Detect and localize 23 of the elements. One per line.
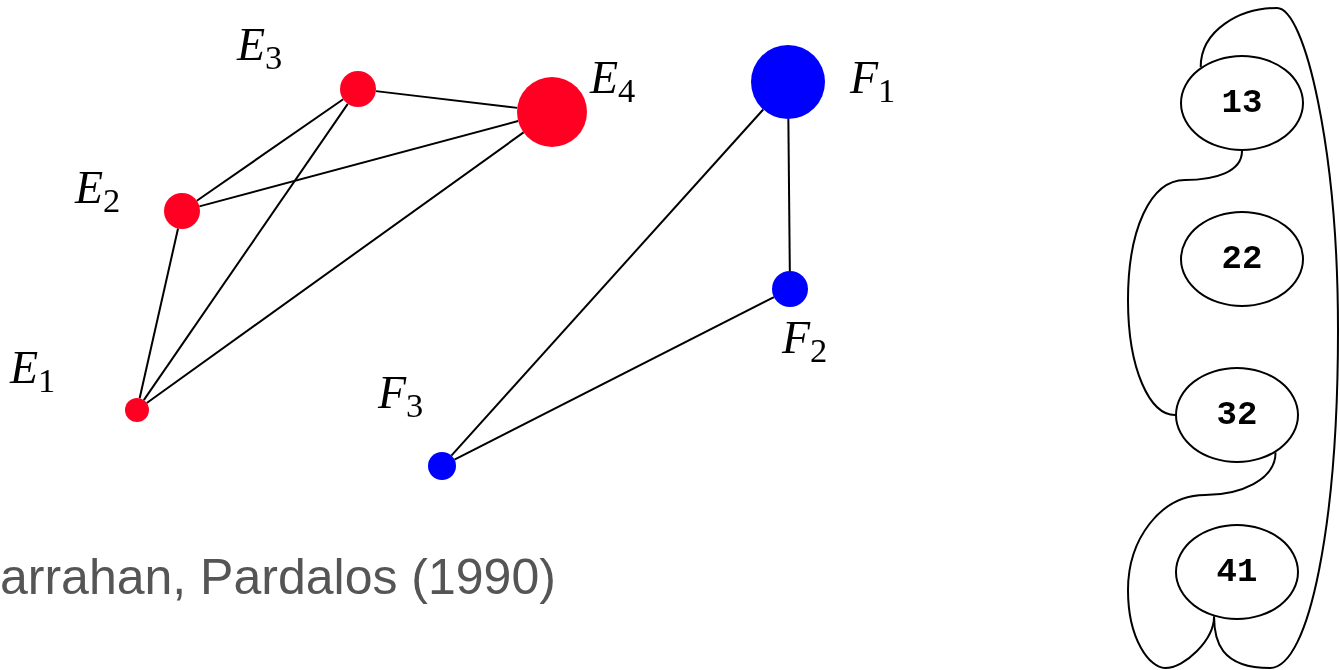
ellipse-node: 22 [1180,211,1304,307]
edge-line [145,131,525,404]
edge-line [787,118,791,272]
vertex-label: E$_{2}$ [75,165,121,211]
edge-line [198,120,520,208]
vertex-label: F$_{2}$ [782,315,828,361]
vertex-label: E$_{4}$ [590,55,636,101]
edge-line [1199,7,1339,669]
vertex-label: E$_{1}$ [10,345,56,391]
ellipse-node: 13 [1180,55,1304,151]
citation-text: arrahan, Pardalos (1990) [0,552,556,602]
edge-line [374,90,519,109]
edge-line [142,102,349,402]
ellipse-node: 32 [1175,367,1299,463]
edge-line [138,227,180,400]
edge-line [453,296,775,461]
edge-line [450,108,765,457]
vertex-label: E$_{3}$ [237,22,283,68]
vertex-label: F$_{1}$ [850,55,896,101]
vertex-label: F$_{3}$ [378,370,424,416]
ellipse-node: 41 [1175,524,1299,620]
edge-line [195,98,345,202]
edge-line [1127,150,1243,416]
